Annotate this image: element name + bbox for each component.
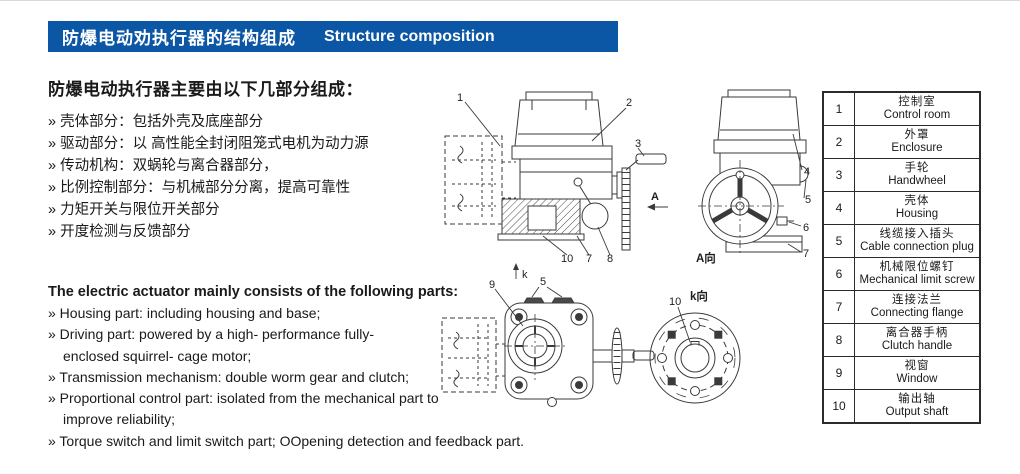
a-direction-arrowhead	[647, 203, 655, 211]
callout-1: 1	[457, 92, 463, 104]
part-number: 7	[822, 290, 855, 324]
actuator-technical-drawing: 1 2 3 10 7 8 k A 4 5 6 7 A向 9 5 k向 10	[441, 89, 811, 407]
chinese-intro-section: 防爆电动执行器主要由以下几部分组成： » 壳体部分：包括外壳及底座部分 » 驱动…	[48, 75, 478, 243]
chinese-intro-heading: 防爆电动执行器主要由以下几部分组成：	[48, 80, 363, 99]
part-number: 2	[822, 125, 855, 159]
part-name-en: Mechanical limit screw	[859, 274, 975, 286]
part-number: 10	[822, 389, 855, 424]
part-name-en: Handwheel	[888, 175, 946, 187]
cn-intro-item: » 传动机构：双蜗轮与离合器部分，	[48, 158, 278, 174]
callout-7-front: 7	[803, 248, 809, 260]
en-intro-line: » Driving part: powered by a high- perfo…	[48, 326, 375, 343]
part-name-zh: 输出轴	[898, 393, 936, 405]
cn-intro-item: » 力矩开关与限位开关部分	[48, 202, 220, 218]
chinese-intro-list: » 壳体部分：包括外壳及底座部分 » 驱动部分：以 高性能全封闭阻笼式电机为动力…	[48, 111, 478, 243]
structure-diagram: 1 2 3 10 7 8 k A 4 5 6 7 A向 9 5 k向 10	[440, 86, 820, 446]
k-direction-arrowhead	[513, 263, 519, 270]
front-view	[698, 89, 809, 254]
side-view	[444, 91, 667, 251]
callout-3: 3	[635, 138, 641, 150]
view-label-a: A向	[696, 251, 716, 265]
part-number: 9	[822, 356, 855, 390]
part-name-zh: 离合器手柄	[885, 327, 949, 339]
callout-10-k: 10	[669, 296, 681, 308]
part-name-en: Housing	[895, 208, 939, 220]
cn-intro-item: » 壳体部分：包括外壳及底座部分	[48, 114, 264, 130]
callout-5-bottom: 5	[540, 276, 546, 288]
header-banner: 防爆电动劝执行器的结构组成 Structure composition	[48, 21, 618, 52]
part-name-zh: 连接法兰	[892, 294, 942, 306]
banner-title-zh: 防爆电动劝执行器的结构组成	[62, 29, 296, 48]
part-number: 1	[822, 91, 855, 126]
part-name-zh: 视窗	[904, 360, 930, 372]
part-number: 4	[822, 191, 855, 225]
callout-7: 7	[586, 253, 592, 265]
part-name-zh: 壳体	[904, 195, 930, 207]
part-name-zh: 控制室	[898, 96, 936, 108]
en-intro-line: » Transmission mechanism: double worm ge…	[48, 368, 410, 385]
callout-9: 9	[489, 279, 495, 291]
part-number: 6	[822, 257, 855, 291]
english-intro-section: The electric actuator mainly consists of…	[48, 284, 558, 452]
cn-intro-item: » 比例控制部分：与机械部分分离，提高可靠性	[48, 180, 351, 196]
en-intro-line: » Proportional control part: isolated fr…	[48, 390, 439, 407]
en-intro-line: » Torque switch and limit switch part; O…	[48, 432, 525, 449]
part-name-zh: 线缆接入插头	[879, 228, 955, 240]
english-intro-heading: The electric actuator mainly consists of…	[48, 284, 459, 300]
callout-6: 6	[803, 222, 809, 234]
k-view	[649, 312, 741, 404]
cn-intro-item: » 开度检测与反馈部分	[48, 224, 191, 240]
part-name-en: Connecting flange	[870, 307, 964, 319]
part-number: 8	[822, 323, 855, 357]
callout-10: 10	[561, 253, 573, 265]
part-name-en: Enclosure	[891, 142, 943, 154]
callout-2: 2	[626, 97, 632, 109]
k-direction-label: k	[522, 269, 528, 281]
bottom-view	[441, 297, 655, 407]
part-name-en: Window	[896, 373, 938, 385]
part-number: 5	[822, 224, 855, 258]
callout-4: 4	[804, 166, 810, 178]
part-name-en: Cable connection plug	[860, 241, 974, 253]
part-name-en: Output shaft	[885, 406, 949, 418]
banner-title-en: Structure composition	[324, 27, 495, 45]
part-name-en: Control room	[883, 109, 951, 121]
part-number: 3	[822, 158, 855, 192]
view-label-k: k向	[690, 289, 708, 303]
callout-5: 5	[805, 194, 811, 206]
en-intro-line: improve reliability;	[63, 411, 176, 428]
part-name-zh: 手轮	[904, 162, 930, 174]
part-name-zh: 外罩	[904, 129, 930, 141]
callout-8: 8	[607, 253, 613, 265]
part-name-zh: 机械限位螺钉	[879, 261, 955, 273]
a-direction-label: A	[651, 191, 659, 203]
en-intro-line: » Housing part: including housing and ba…	[48, 305, 321, 321]
en-intro-line: enclosed squirrel- cage motor;	[63, 347, 252, 364]
cn-intro-item: » 驱动部分：以 高性能全封闭阻笼式电机为动力源	[48, 136, 369, 152]
part-name-en: Clutch handle	[881, 340, 953, 352]
